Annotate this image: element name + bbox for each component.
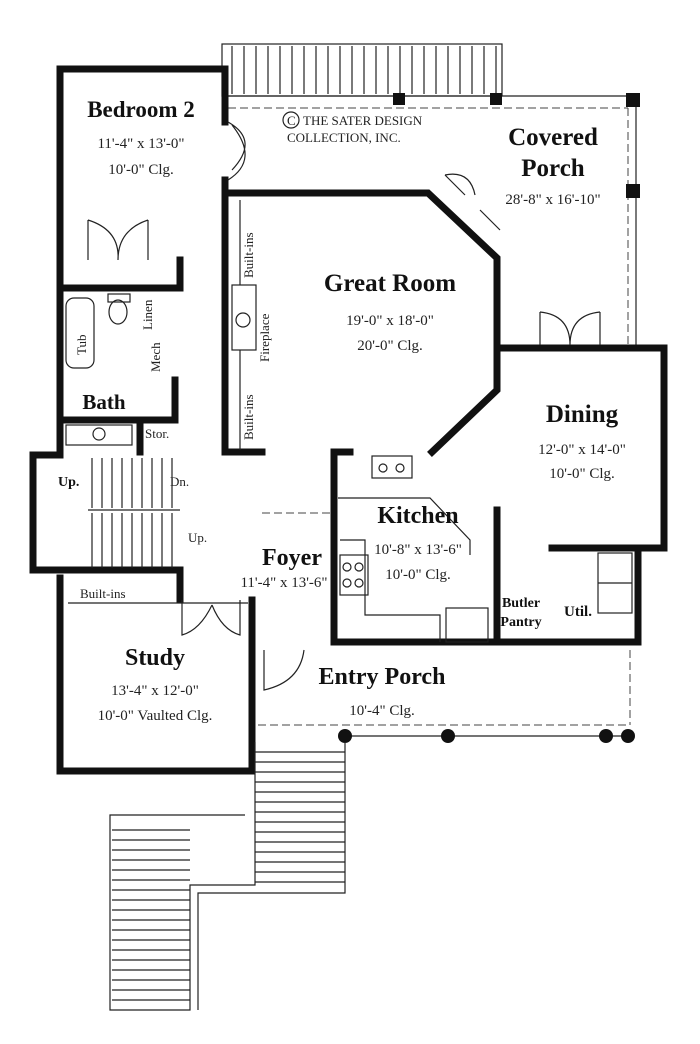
stor-label: Stor. [145,426,169,441]
porch-column [621,729,635,743]
dining-name: Dining [546,401,619,428]
builtins-study-label: Built-ins [80,586,126,601]
kitchen-name: Kitchen [377,503,458,529]
porch-column [441,729,455,743]
fireplace-label: Fireplace [257,313,272,362]
bedroom2-name: Bedroom 2 [87,97,195,122]
foyer-name: Foyer [262,545,322,571]
copyright-icon [282,111,300,129]
util-name: Util. [564,604,592,620]
covered-porch-outline [225,93,640,345]
entry-porch-ceiling: 10'-4" Clg. [349,703,415,719]
dining-size: 12'-0" x 14'-0" [538,442,626,458]
dining-ceiling: 10'-0" Clg. [549,466,615,482]
stairs-up-right-label: Up. [188,530,207,545]
copyright-line2: COLLECTION, INC. [287,130,401,145]
covered-porch-name-2: Porch [521,155,585,182]
kitchen-size: 10'-8" x 13'-6" [374,542,462,558]
walls [29,65,668,775]
great-room-ceiling: 20'-0" Clg. [357,338,423,354]
butler-pantry-line2: Pantry [500,615,541,630]
entry-porch-name: Entry Porch [319,664,446,690]
bath-name: Bath [82,390,126,414]
front-stairs [109,742,346,1011]
butler-pantry-line1: Butler [502,596,540,611]
covered-porch-size: 28'-8" x 16'-10" [505,192,600,208]
linen-label: Linen [140,299,155,330]
copyright-line1: THE SATER DESIGN [303,113,423,128]
bedroom2-ceiling: 10'-0" Clg. [108,162,174,178]
study-size: 13'-4" x 12'-0" [111,683,199,699]
copyright-symbol: C [287,113,296,128]
stairs-down-label: Dn. [170,474,189,489]
foyer-size: 11'-4" x 13'-6" [240,575,327,591]
rear-deck-stairs [221,43,503,97]
mech-label: Mech [148,342,163,372]
interior-stairs [88,458,180,568]
covered-porch-name-1: Covered [508,124,598,151]
porch-column [338,729,352,743]
great-room-name: Great Room [324,270,456,297]
study-name: Study [125,645,185,671]
tub-label: Tub [74,335,89,355]
study-ceiling: 10'-0" Vaulted Clg. [98,708,213,724]
kitchen-ceiling: 10'-0" Clg. [385,567,451,583]
porch-column [599,729,613,743]
entry-porch [258,650,635,743]
stairs-up-label: Up. [58,475,79,490]
builtins-lower-label: Built-ins [241,394,256,440]
bedroom2-size: 11'-4" x 13'-0" [97,136,184,152]
builtins-upper-label: Built-ins [241,232,256,278]
doors-fixtures [65,121,633,691]
great-room-size: 19'-0" x 18'-0" [346,313,434,329]
